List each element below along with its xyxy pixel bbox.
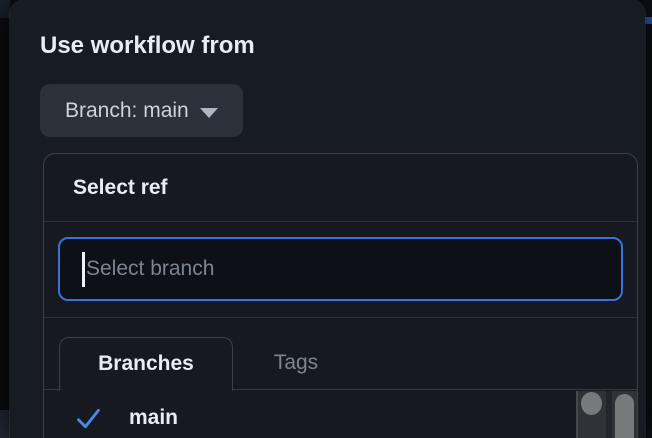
- ref-selector-panel: Select ref Branches Tags ma: [43, 153, 638, 438]
- ref-search-section: [44, 222, 637, 318]
- ref-type-tabs: Branches Tags: [44, 318, 637, 391]
- dialog-title: Use workflow from: [40, 32, 255, 59]
- scrollbar-gap: [606, 391, 612, 438]
- page-edge-right: [644, 0, 652, 438]
- text-cursor: [82, 252, 85, 287]
- ref-item-label: main: [129, 406, 179, 429]
- tab-tags-label: Tags: [273, 350, 319, 374]
- inner-scrollbar-track[interactable]: [578, 391, 606, 438]
- tab-tags[interactable]: Tags: [233, 336, 359, 389]
- scrollbar-cluster: [576, 391, 637, 438]
- ref-selector-header: Select ref: [44, 154, 637, 222]
- page-edge-left: [0, 0, 10, 438]
- page-blue-accent-sliver: [644, 17, 652, 24]
- branch-selector-button[interactable]: Branch: main: [40, 84, 243, 137]
- outer-scrollbar-track[interactable]: [612, 391, 637, 438]
- inner-scrollbar-thumb[interactable]: [581, 392, 602, 415]
- page-band-top: [0, 0, 10, 18]
- outer-scrollbar-thumb[interactable]: [615, 394, 634, 438]
- ref-item-main[interactable]: main: [44, 390, 637, 438]
- ref-selector-header-label: Select ref: [73, 175, 168, 199]
- page-band-bottom: [0, 410, 10, 438]
- tab-branches[interactable]: Branches: [59, 336, 233, 391]
- run-workflow-dialog: Use workflow from Branch: main Select re…: [10, 0, 645, 438]
- ref-list: main: [44, 390, 637, 438]
- caret-down-icon: [199, 107, 218, 118]
- tab-branches-label: Branches: [98, 352, 194, 375]
- branch-selector-label: Branch: main: [65, 98, 189, 122]
- branch-search-input[interactable]: [58, 237, 623, 301]
- check-icon: [77, 408, 100, 428]
